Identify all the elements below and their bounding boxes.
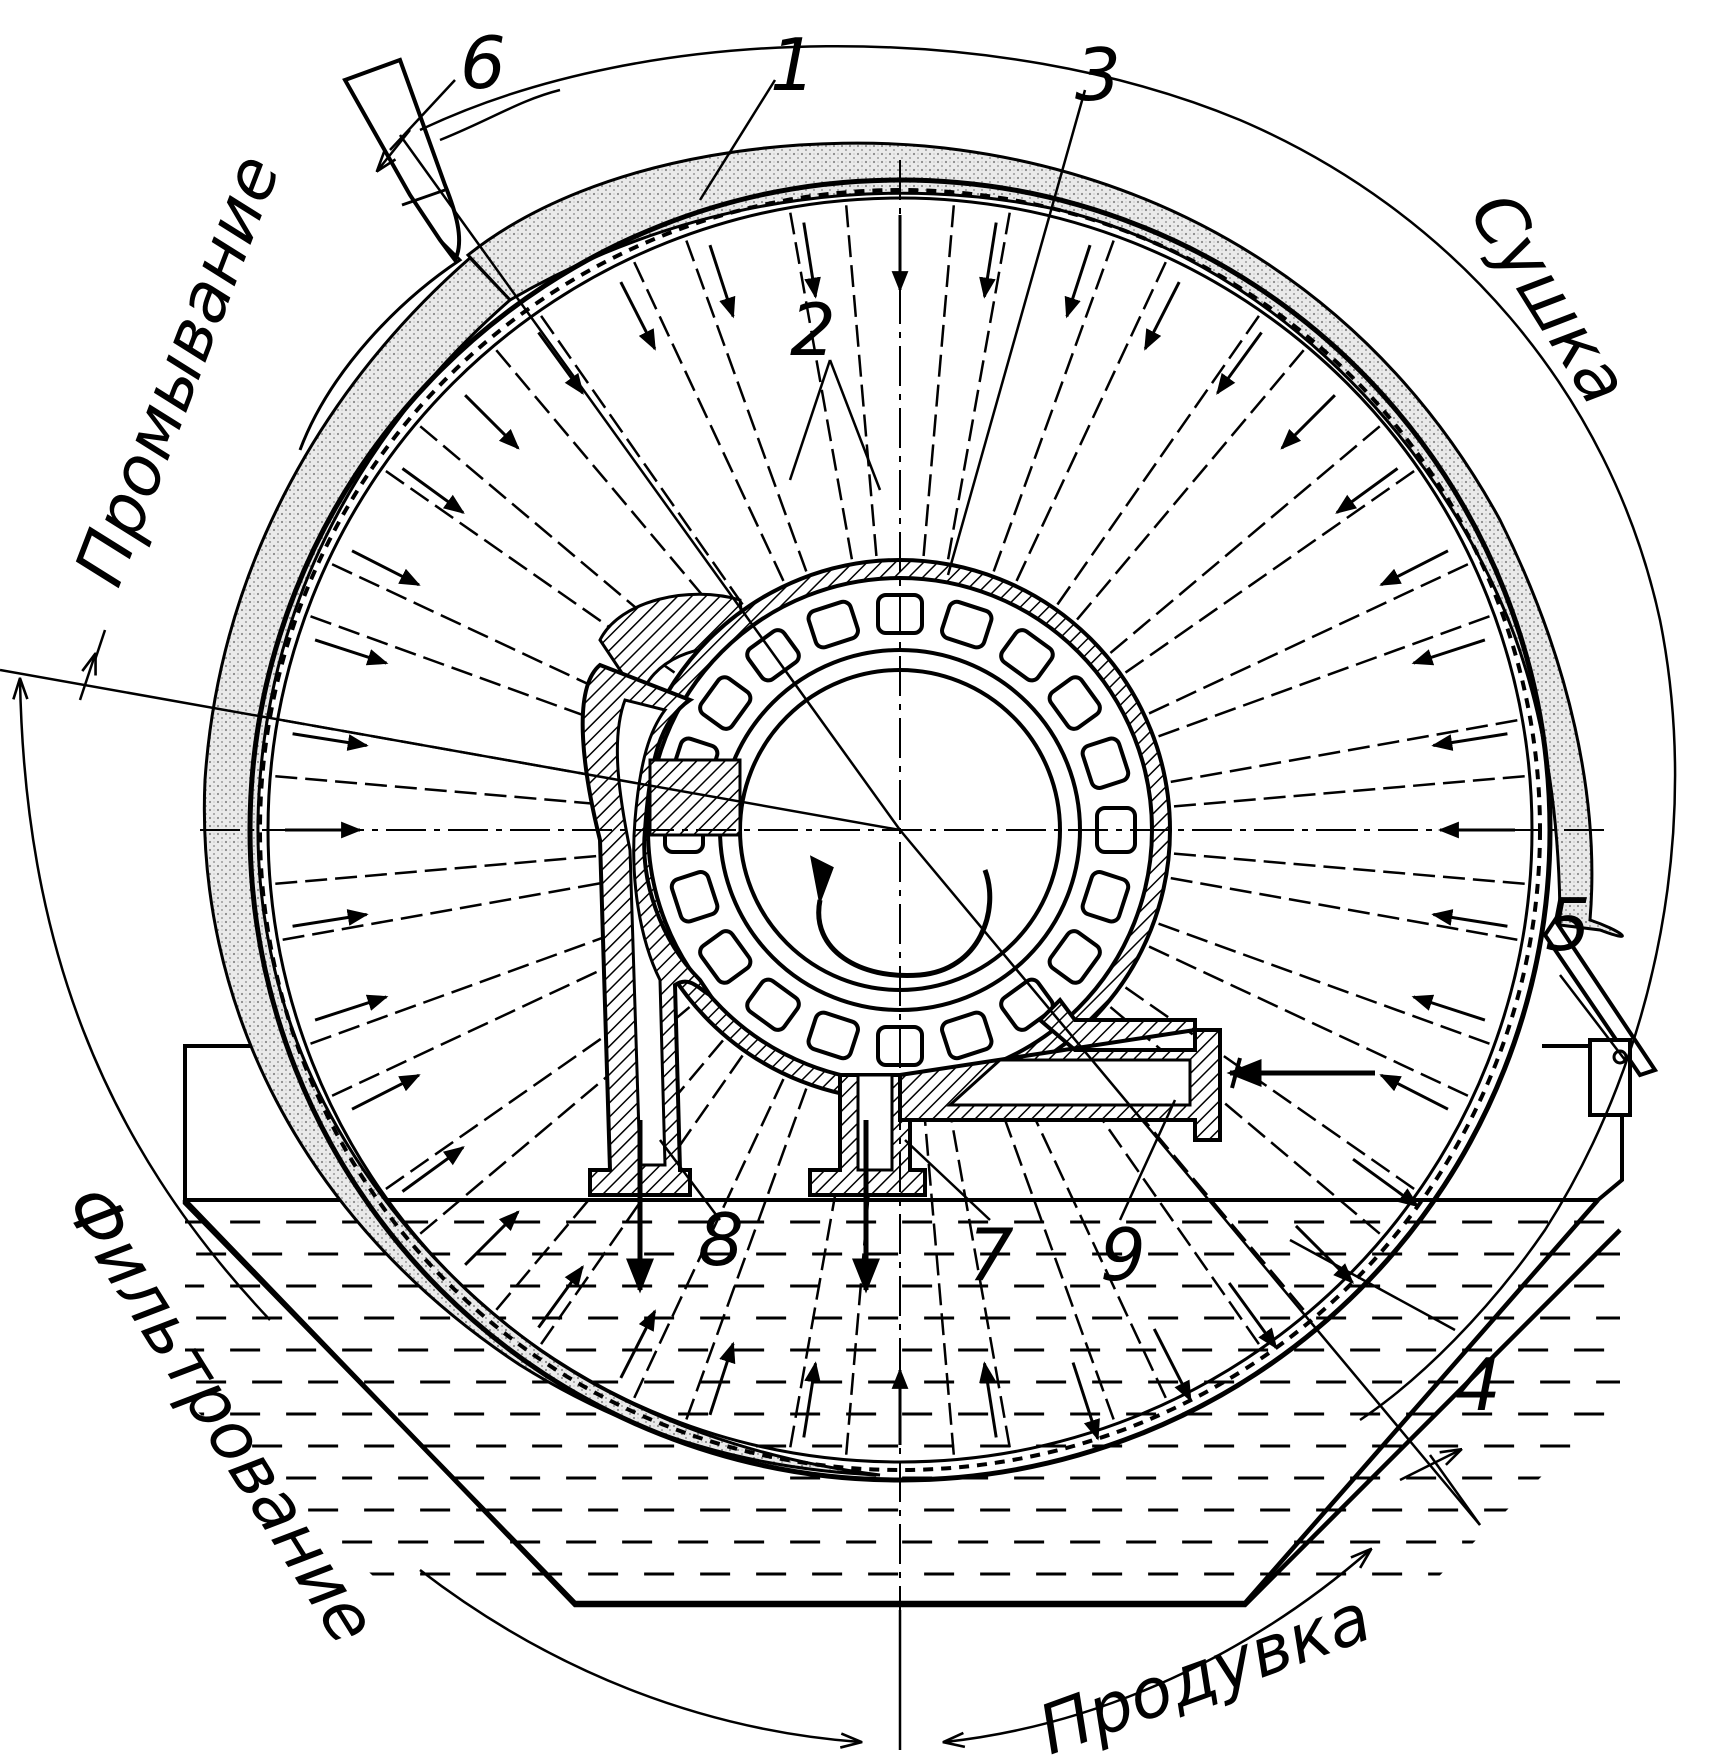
flow-arrow — [1379, 1073, 1449, 1111]
flow-arrow — [314, 638, 389, 666]
cell — [1080, 736, 1131, 790]
cell — [999, 628, 1055, 683]
flow-arrow — [708, 1341, 736, 1416]
flow-arrow — [1411, 638, 1486, 666]
flow-arrow — [802, 1361, 821, 1438]
flow-arrow — [401, 1146, 465, 1193]
cell — [940, 1010, 994, 1061]
label-part-1: 1 — [770, 23, 816, 107]
cell — [806, 599, 860, 650]
radial-dash-line — [922, 204, 956, 557]
radial-dash-line — [1173, 852, 1526, 886]
zone-division-washing — [0, 668, 901, 832]
flow-arrow — [1227, 1282, 1278, 1350]
slurry-fill — [185, 1205, 1640, 1763]
zone-division-blowing — [899, 829, 1481, 1526]
flow-arrow — [351, 549, 421, 587]
flow-arrow — [708, 244, 736, 319]
flow-arrow — [464, 1210, 520, 1266]
radial-dash-line — [1148, 562, 1470, 715]
label-part-4: 4 — [1455, 1343, 1501, 1427]
flow-arrow — [1280, 394, 1336, 450]
flow-arrow — [619, 1309, 657, 1379]
radial-dash-line — [1076, 348, 1306, 621]
radial-dash-line — [494, 348, 724, 621]
flow-arrow — [351, 1073, 421, 1111]
cell — [940, 599, 994, 650]
label-part-9: 9 — [1100, 1213, 1146, 1297]
flow-arrow — [1064, 244, 1092, 319]
radial-dash-line — [1158, 922, 1491, 1046]
flow-arrow — [292, 909, 369, 928]
radial-dash-line — [1056, 314, 1261, 606]
center-lines — [200, 160, 1610, 1610]
flow-arrow — [1352, 1157, 1420, 1208]
leader-lines — [389, 79, 1626, 1332]
flow-arrow — [1143, 281, 1181, 351]
cell — [1047, 929, 1102, 985]
flow-arrow — [1431, 909, 1508, 928]
cell — [745, 977, 801, 1032]
flow-arrow — [979, 222, 998, 299]
flow-arrow — [537, 1265, 584, 1329]
flow-arrow — [1152, 1328, 1192, 1403]
scraper-knife — [1542, 916, 1659, 1117]
flow-arrow — [1216, 331, 1263, 395]
zone-arcs — [20, 45, 1677, 1742]
radial-dash-line — [1173, 774, 1526, 808]
radial-dash-line — [1170, 876, 1519, 942]
label-part-8: 8 — [698, 1198, 744, 1282]
filter-cake-left — [202, 255, 881, 1477]
label-part-3: 3 — [1075, 33, 1121, 117]
flow-arrow — [1431, 732, 1508, 751]
flow-arrow — [537, 331, 584, 395]
cell — [698, 675, 753, 731]
cell — [669, 870, 720, 924]
flow-arrow — [1071, 1362, 1100, 1441]
zone-division-drying — [398, 134, 902, 831]
zone-label-washing: Промывание — [60, 145, 296, 596]
flow-arrow — [979, 1361, 998, 1438]
wash-nozzle — [298, 57, 463, 451]
radial-dash-line — [1124, 469, 1416, 674]
radial-dash-line — [539, 314, 744, 606]
label-part-7: 7 — [968, 1213, 1014, 1297]
flow-arrow — [401, 467, 465, 514]
flow-arrow — [1335, 467, 1399, 514]
radial-dash-line — [1015, 260, 1168, 582]
flow-arrow — [802, 222, 821, 299]
part-labels: 1 2 3 4 5 6 7 8 9 — [460, 21, 1591, 1427]
zone-label-drying: Сушка — [1454, 179, 1644, 418]
radial-dash-line — [1109, 424, 1382, 654]
cell — [698, 929, 753, 985]
radial-dash-line — [632, 260, 785, 582]
radial-dash-line — [274, 852, 627, 886]
radial-dash-line — [1158, 614, 1491, 738]
label-part-2: 2 — [790, 288, 836, 372]
cell — [806, 1010, 860, 1061]
radial-dash-line — [309, 922, 642, 1046]
trough — [182, 1044, 1640, 1763]
cell — [1047, 675, 1102, 731]
flow-arrow — [619, 281, 657, 351]
cell — [1080, 870, 1131, 924]
label-part-5: 5 — [1545, 883, 1591, 967]
radial-dash-line — [1170, 718, 1519, 784]
radial-dash-line — [992, 239, 1116, 572]
radial-dash-line — [274, 774, 627, 808]
flow-arrow — [314, 994, 389, 1022]
flow-arrow — [1379, 549, 1449, 587]
label-part-6: 6 — [460, 21, 506, 105]
radial-dash-line — [684, 239, 808, 572]
flow-arrow — [464, 394, 520, 450]
radial-dash-line — [281, 876, 630, 942]
flow-arrow — [1294, 1224, 1355, 1285]
flow-arrow — [292, 732, 369, 751]
radial-dash-line — [844, 204, 878, 557]
rotation-arrow — [816, 869, 993, 979]
flow-arrow — [1411, 994, 1486, 1022]
